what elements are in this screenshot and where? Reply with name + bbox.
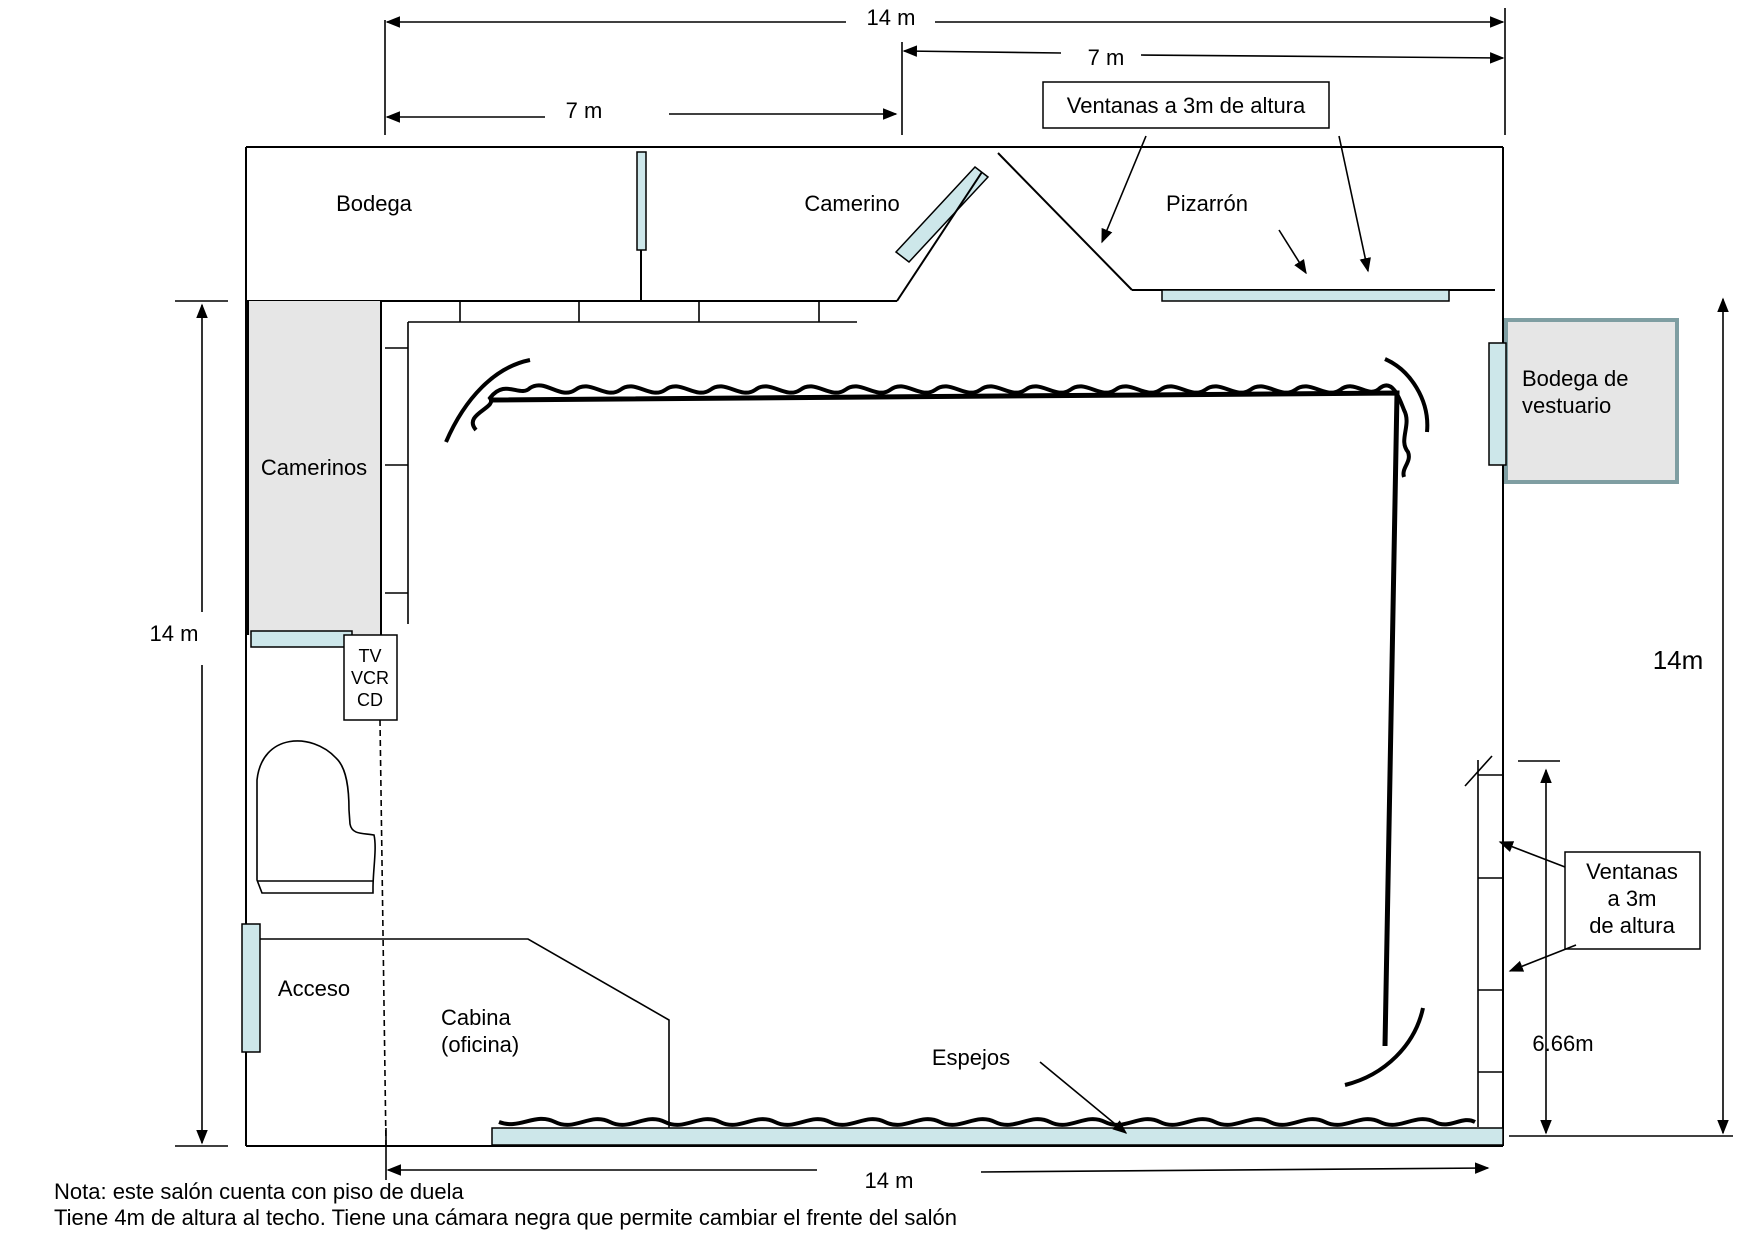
dimension-top-total: 14 m bbox=[384, 5, 1506, 135]
dim-label-top-total: 14 m bbox=[867, 5, 916, 30]
camerinos-area bbox=[248, 301, 381, 635]
label-bodega-vestuario-1: Bodega de bbox=[1522, 366, 1628, 391]
right-windows bbox=[1464, 755, 1503, 1127]
dim-label-top-right: 7 m bbox=[1088, 45, 1125, 70]
room-label-cabina-sub: (oficina) bbox=[441, 1032, 519, 1057]
dim-label-right: 14m bbox=[1653, 645, 1704, 675]
dim-label-top-left: 7 m bbox=[566, 98, 603, 123]
room-label-acceso: Acceso bbox=[278, 976, 350, 1001]
room-label-bodega: Bodega bbox=[336, 191, 413, 216]
bodega-vestuario-box bbox=[1504, 318, 1679, 484]
label-espejos: Espejos bbox=[932, 1045, 1010, 1070]
callout-right-windows-2: a 3m bbox=[1608, 886, 1657, 911]
black-chamber-curtain bbox=[444, 357, 1430, 1087]
mirror-wave bbox=[498, 1116, 1476, 1127]
upper-rooms-walls bbox=[246, 151, 1495, 302]
storage-partitions bbox=[385, 301, 857, 624]
equipment-cd: CD bbox=[357, 690, 383, 710]
door-acceso bbox=[241, 923, 261, 1053]
door-bodega bbox=[636, 151, 647, 251]
note-line-2: Tiene 4m de altura al techo. Tiene una c… bbox=[54, 1205, 957, 1230]
dim-label-window-height: 6.66m bbox=[1532, 1031, 1593, 1056]
note-line-1: Nota: este salón cuenta con piso de duel… bbox=[54, 1179, 464, 1204]
door-camerinos bbox=[250, 630, 353, 648]
room-label-cabina: Cabina bbox=[441, 1005, 511, 1030]
dim-label-bottom: 14 m bbox=[865, 1168, 914, 1193]
room-label-camerino: Camerino bbox=[804, 191, 899, 216]
mirror-strip bbox=[491, 1127, 1504, 1146]
equipment-tv: TV bbox=[358, 646, 381, 666]
dimension-top-right-half: 7 m bbox=[901, 42, 1505, 135]
callout-top-windows: Ventanas a 3m de altura bbox=[1042, 81, 1371, 275]
door-bodega-vestuario bbox=[1488, 342, 1507, 466]
callout-top-windows-text: Ventanas a 3m de altura bbox=[1067, 93, 1306, 118]
dim-label-left: 14 m bbox=[150, 621, 199, 646]
door-camerino bbox=[894, 165, 990, 264]
room-label-pizarron: Pizarrón bbox=[1166, 191, 1248, 216]
cabina-wall bbox=[260, 938, 670, 1146]
equipment-vcr: VCR bbox=[351, 668, 389, 688]
piano-icon bbox=[256, 740, 376, 894]
dimension-left: 14 m bbox=[150, 300, 228, 1147]
dimension-bottom: 14 m bbox=[385, 1128, 1490, 1193]
room-label-camerinos: Camerinos bbox=[261, 455, 367, 480]
dimension-right: 14m bbox=[1462, 289, 1733, 1137]
callout-right-windows-1: Ventanas bbox=[1586, 859, 1678, 884]
callout-right-windows-3: de altura bbox=[1589, 913, 1675, 938]
pizarron-board bbox=[1161, 289, 1450, 302]
equipment-box: TV VCR CD bbox=[343, 634, 398, 1147]
callout-right-windows: Ventanas a 3m de altura bbox=[1498, 841, 1701, 972]
dimension-window-height: 6.66m bbox=[1518, 760, 1594, 1135]
label-bodega-vestuario-2: vestuario bbox=[1522, 393, 1611, 418]
dimension-top-left-half: 7 m bbox=[385, 98, 898, 123]
